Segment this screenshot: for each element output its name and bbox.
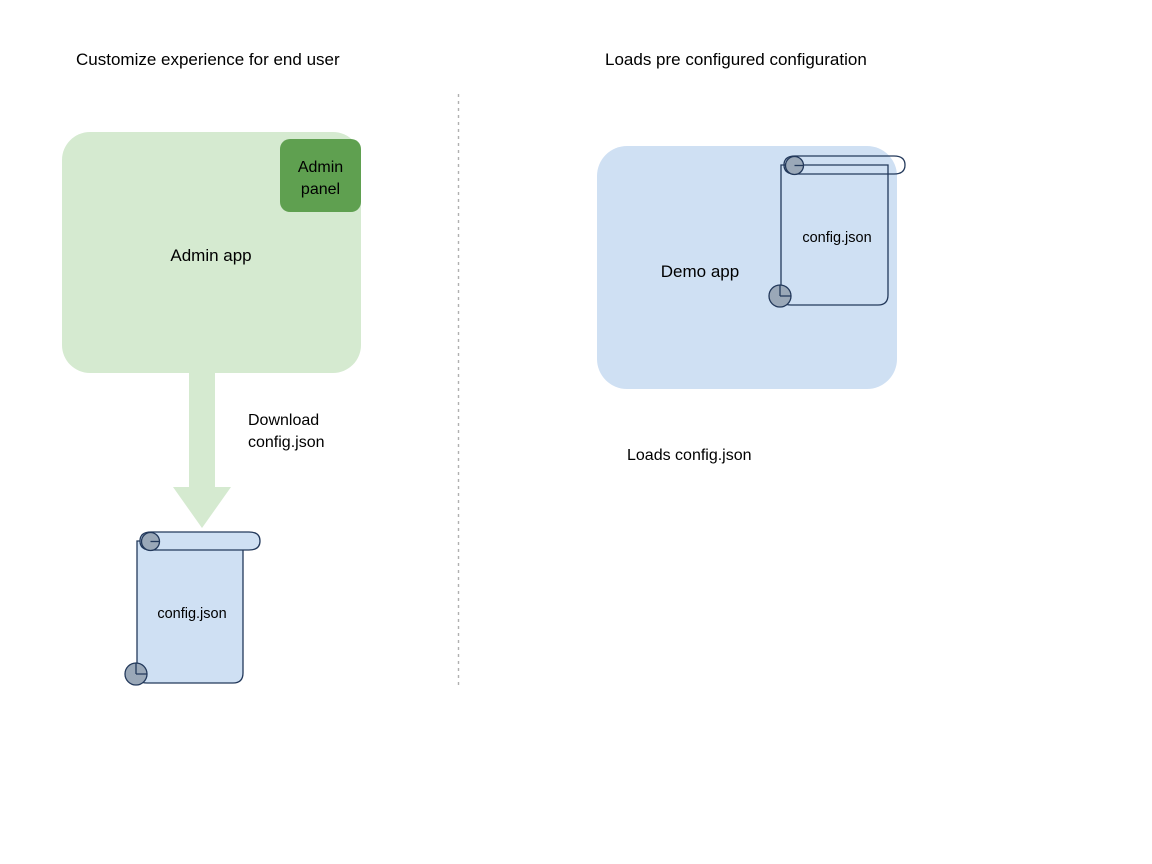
right-config-file-label: config.json	[802, 230, 871, 246]
left-scroll-bottom-knob-notch	[135, 663, 147, 675]
right-config-file-node[interactable]: config.json	[768, 155, 906, 308]
right-scroll-bottom-knob-notch	[779, 285, 791, 297]
download-arrow	[173, 360, 231, 528]
download-arrow-shape	[173, 360, 231, 528]
right-scroll-top-roll	[783, 155, 906, 175]
download-arrow-label-line2: config.json	[248, 434, 325, 451]
right-column-title: Loads pre configured configuration	[605, 50, 867, 69]
admin-panel-badge[interactable]: Admin panel	[280, 139, 361, 212]
left-column-title: Customize experience for end user	[76, 50, 340, 69]
left-config-file-label: config.json	[157, 606, 226, 622]
admin-panel-label-line2: panel	[301, 181, 340, 198]
demo-app-label: Demo app	[661, 262, 739, 281]
demo-app-node[interactable]: Demo app	[597, 146, 897, 389]
admin-panel-box	[280, 139, 361, 212]
left-scroll-top-roll	[139, 531, 261, 551]
download-arrow-label: Download config.json	[248, 412, 325, 451]
demo-app-box	[597, 146, 897, 389]
right-column-caption: Loads config.json	[627, 447, 752, 464]
admin-panel-label-line1: Admin	[298, 159, 343, 176]
download-arrow-label-line1: Download	[248, 412, 319, 429]
left-config-file-node[interactable]: config.json	[124, 531, 261, 686]
admin-app-label: Admin app	[170, 246, 251, 265]
